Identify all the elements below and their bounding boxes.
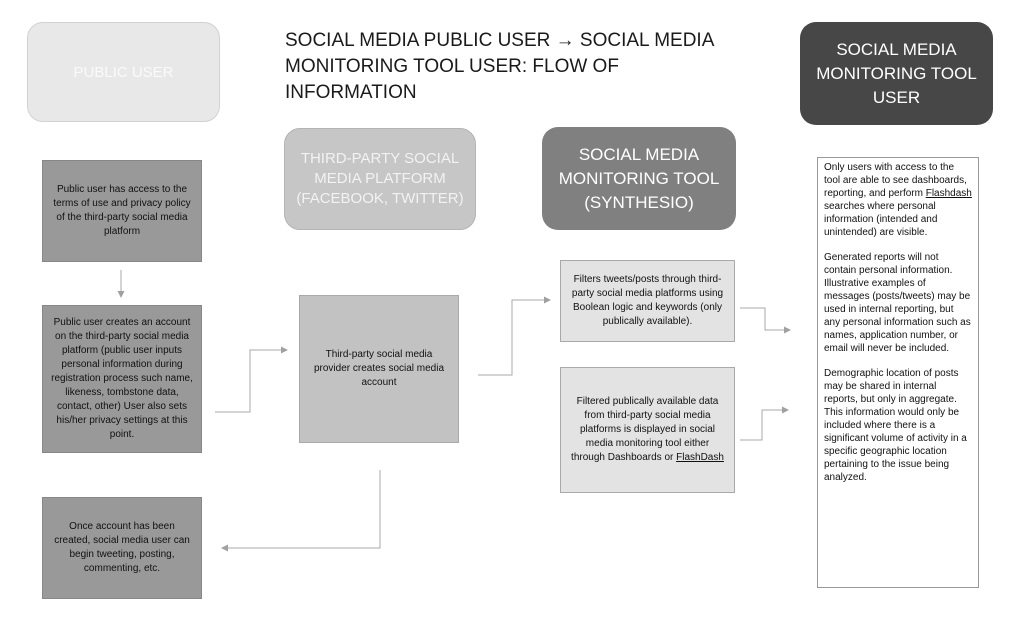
access-terms-text: Public user has access to the terms of u… [53, 184, 191, 237]
third-party-platform-header: THIRD-PARTY SOCIAL MEDIA PLATFORM (FACEB… [284, 128, 476, 230]
tool-user-paragraph-2: Generated reports will not contain perso… [824, 252, 971, 354]
monitoring-tool-header-label: SOCIAL MEDIA MONITORING TOOL (SYNTHESIO) [558, 144, 720, 212]
create-account-text: Public user creates an account on the th… [51, 317, 193, 440]
tool-user-details-box: Only users with access to the tool are a… [817, 157, 979, 588]
tool-user-paragraph-3: Demographic location of posts may be sha… [824, 368, 967, 483]
flashdash-search-link[interactable]: Flashdash [925, 188, 972, 199]
tool-user-p1-prefix: Only users with access to the tool are a… [824, 162, 967, 199]
monitoring-tool-header: SOCIAL MEDIA MONITORING TOOL (SYNTHESIO) [542, 127, 736, 230]
title-line-2: MONITORING TOOL USER: FLOW OF INFORMATIO… [285, 56, 619, 103]
create-account-box: Public user creates an account on the th… [42, 305, 202, 453]
tool-user-header: SOCIAL MEDIA MONITORING TOOL USER [800, 22, 993, 125]
filters-box: Filters tweets/posts through third-party… [560, 260, 735, 342]
displayed-box: Filtered publically available data from … [560, 367, 735, 493]
title-line-1: SOCIAL MEDIA PUBLIC USER → SOCIAL MEDIA [285, 30, 715, 51]
public-user-header: PUBLIC USER [27, 22, 220, 122]
public-user-header-label: PUBLIC USER [73, 63, 174, 81]
flashdash-link[interactable]: FlashDash [676, 452, 724, 463]
tool-user-p1-suffix: searches where personal information (int… [824, 201, 938, 238]
provider-creates-text: Third-party social media provider create… [313, 349, 445, 388]
tool-user-paragraph-1: Only users with access to the tool are a… [824, 161, 972, 239]
displayed-text-prefix: Filtered publically available data from … [571, 396, 719, 463]
connector-provider-to-posting [221, 470, 381, 552]
tool-user-header-label: SOCIAL MEDIA MONITORING TOOL USER [816, 39, 977, 107]
provider-creates-box: Third-party social media provider create… [299, 295, 459, 443]
begin-posting-box: Once account has been created, social me… [42, 497, 202, 599]
begin-posting-text: Once account has been created, social me… [54, 521, 190, 574]
connector-provider-to-filters [478, 296, 551, 376]
connector-create-to-provider [215, 346, 288, 413]
connector-displayed-to-user [740, 406, 789, 441]
third-party-platform-header-label: THIRD-PARTY SOCIAL MEDIA PLATFORM (FACEB… [296, 150, 464, 207]
access-terms-box: Public user has access to the terms of u… [42, 160, 202, 262]
filters-text: Filters tweets/posts through third-party… [571, 274, 724, 327]
displayed-text: Filtered publically available data from … [569, 395, 726, 465]
diagram-title: SOCIAL MEDIA PUBLIC USER → SOCIAL MEDIA … [285, 28, 755, 106]
connector-filters-to-user [740, 307, 791, 334]
